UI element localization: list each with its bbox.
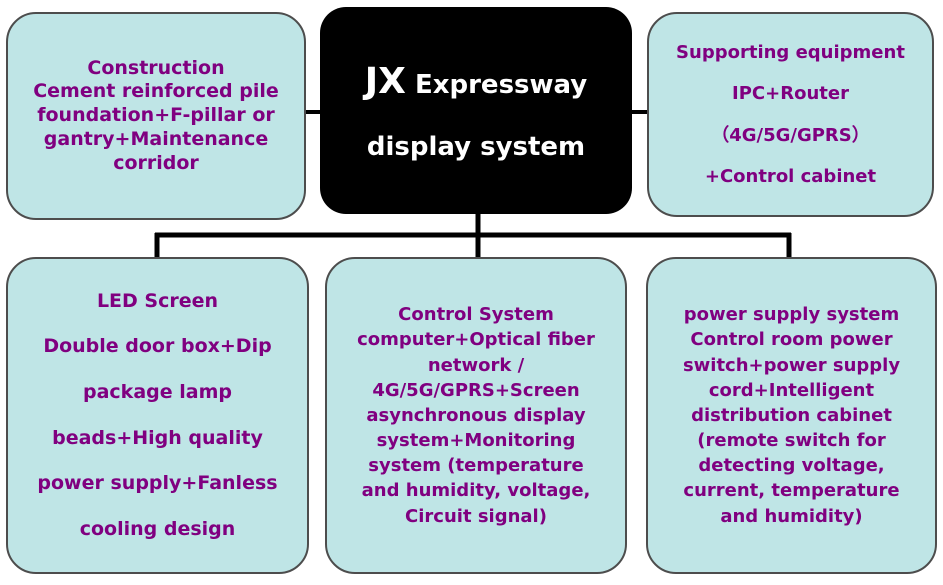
led-heading: LED Screen (96, 289, 219, 312)
supporting-line: IPC+Router (732, 83, 849, 105)
led-line: power supply+Fanless (37, 472, 278, 495)
power-line: detecting voltage, (698, 455, 885, 477)
construction-box: Construction Cement reinforced pile foun… (6, 12, 306, 220)
control-line: 4G/5G/GPRS+Screen (372, 379, 580, 401)
power-heading: power supply system (683, 304, 900, 326)
led-line: cooling design (79, 517, 236, 540)
construction-line: corridor (113, 151, 199, 174)
title-prefix: JX (364, 61, 406, 103)
title-rest: Expressway (414, 70, 588, 101)
supporting-line: +Control cabinet (704, 165, 877, 187)
control-line: Circuit signal) (405, 505, 547, 527)
control-heading: Control System (398, 304, 554, 326)
control-line: asynchronous display (366, 404, 586, 426)
led-line: Double door box+Dip (43, 335, 272, 358)
control-line: and humidity, voltage, (361, 480, 591, 502)
led-line: beads+High quality (52, 426, 263, 449)
led-line: package lamp (83, 380, 232, 403)
title-line-1: JX Expressway (365, 59, 587, 106)
construction-line: foundation+F-pillar or (37, 104, 275, 127)
construction-line: gantry+Maintenance (43, 127, 269, 150)
power-line: and humidity) (720, 505, 863, 527)
supporting-equipment-box: Supporting equipment IPC+Router （4G/5G/G… (647, 12, 934, 217)
power-line: Control room power (690, 329, 893, 351)
construction-line: Cement reinforced pile (33, 80, 279, 103)
title-line-2: display system (366, 131, 586, 162)
control-line: network / (427, 354, 525, 376)
power-line: cord+Intelligent (708, 379, 875, 401)
power-line: current, temperature (683, 480, 900, 502)
power-line: (remote switch for (697, 430, 886, 452)
control-system-box: Control System computer+Optical fiber ne… (325, 257, 627, 574)
supporting-heading: Supporting equipment (676, 41, 905, 63)
center-title-box: JX Expressway display system (320, 7, 632, 214)
led-screen-box: LED Screen Double door box+Dip package l… (6, 257, 309, 574)
power-line: distribution cabinet (691, 404, 892, 426)
power-line: switch+power supply (682, 354, 901, 376)
control-line: system+Monitoring (376, 430, 576, 452)
supporting-line: （4G/5G/GPRS） (711, 124, 870, 146)
power-supply-box: power supply system Control room power s… (646, 257, 937, 574)
construction-heading: Construction (87, 56, 225, 79)
control-line: system (temperature (368, 455, 584, 477)
control-line: computer+Optical fiber (357, 329, 595, 351)
